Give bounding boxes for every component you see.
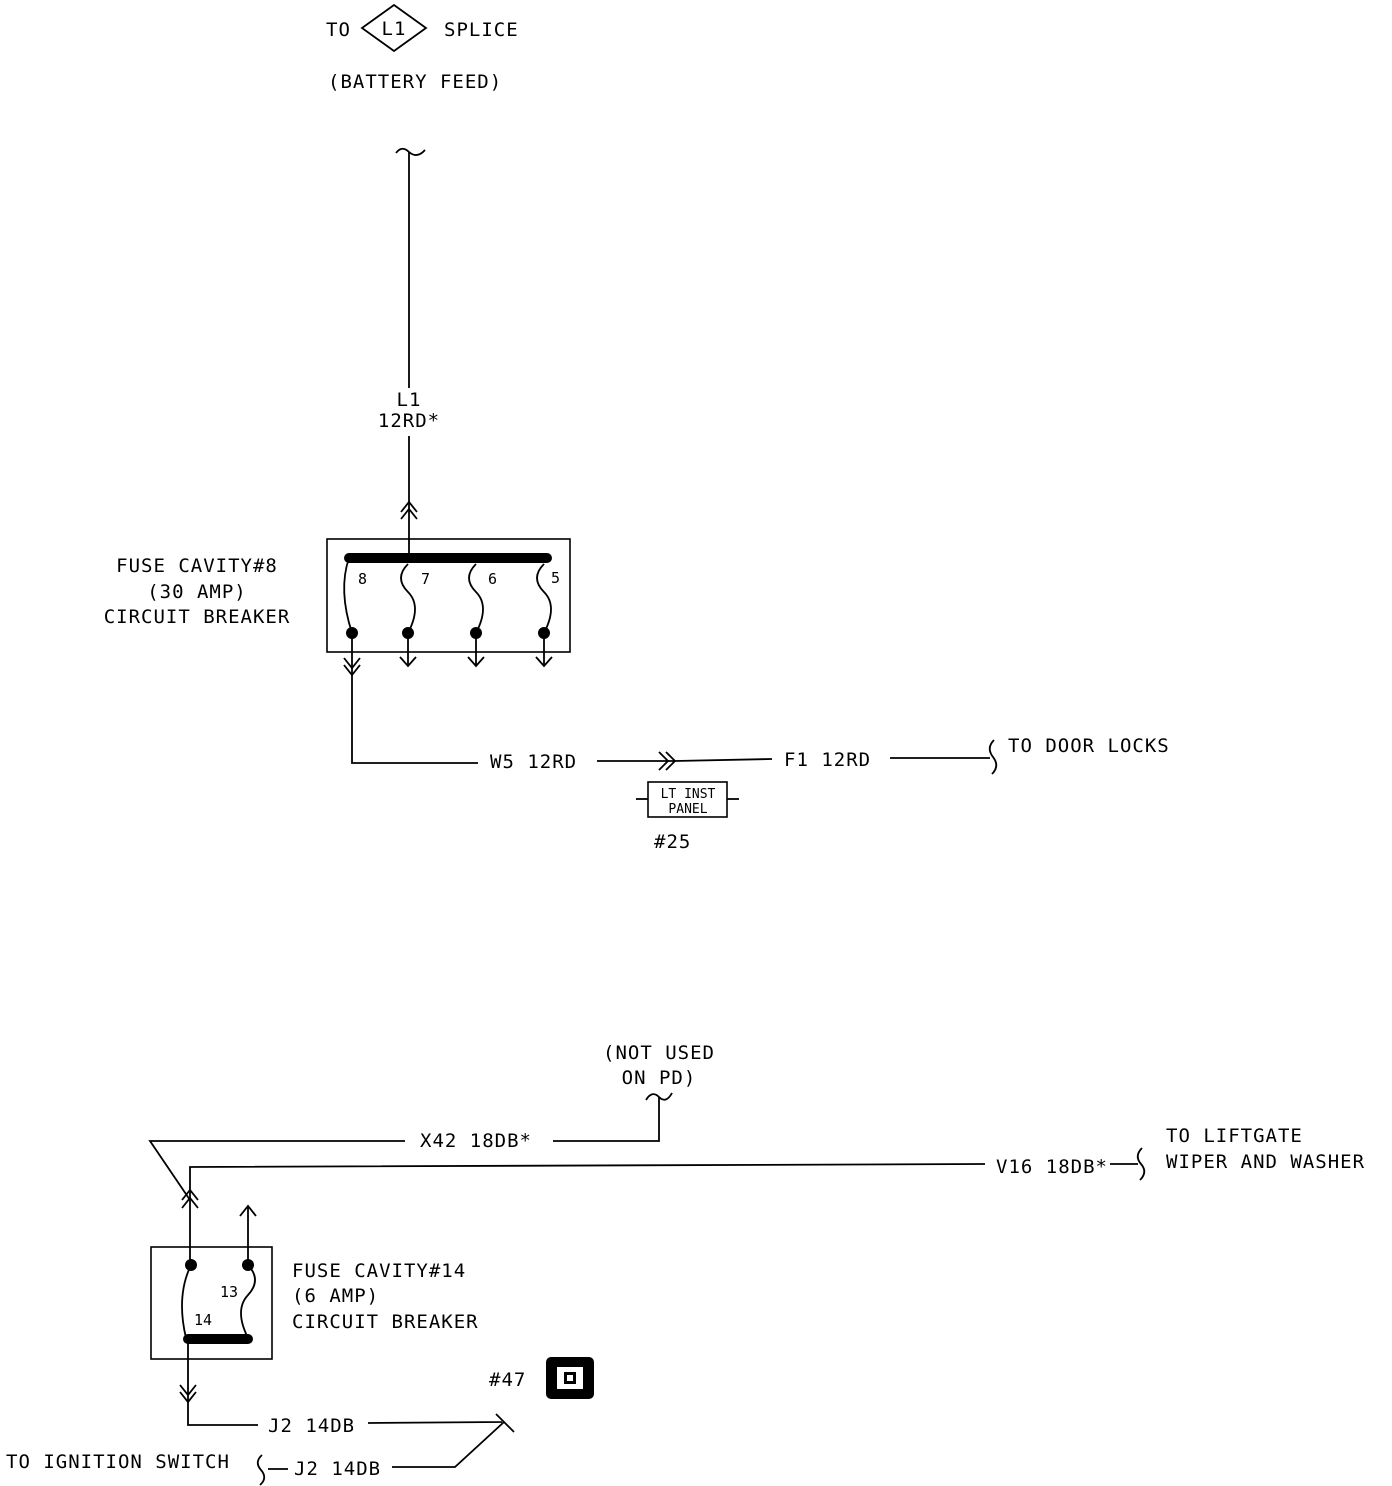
fuse-cavity-14: 14 13 FUSE CAVITY#14 (6 AMP) CIRCUIT BRE…: [150, 1204, 479, 1404]
ignition-circuit: J2 14DB J2 14DB TO IGNITION SWITCH #47: [6, 1357, 594, 1486]
wire-segment: [392, 1421, 505, 1468]
fuse-rating: (30 AMP): [147, 581, 247, 603]
splice-label: SPLICE: [444, 19, 519, 41]
not-used-line1: (NOT USED: [603, 1042, 715, 1064]
wire-segment: [367, 1413, 515, 1433]
arrow-down-icon: [399, 656, 417, 668]
connector-label-line1: LT INST: [661, 787, 716, 802]
connector-id: #25: [654, 831, 691, 853]
fuse-title: FUSE CAVITY#14: [292, 1260, 466, 1282]
wire-label-v16: V16 18DB*: [996, 1156, 1108, 1178]
cavity-number: 6: [488, 570, 497, 588]
wire-segment: [553, 1097, 660, 1142]
wire-segment: [189, 1163, 986, 1260]
connector-47-icon-pin: [567, 1375, 573, 1381]
wire-segment: [351, 675, 478, 764]
door-locks-dest: TO DOOR LOCKS: [1008, 735, 1170, 757]
fuse-cavity-8: FUSE CAVITY#8 (30 AMP) CIRCUIT BREAKER 8…: [104, 538, 571, 677]
wire-label-w5: W5 12RD: [490, 751, 577, 773]
wire-break-icon: [988, 739, 998, 775]
v16-circuit: V16 18DB* TO LIFTGATE WIPER AND WASHER: [181, 1125, 1365, 1260]
fuse-element: [400, 563, 416, 634]
wire-spec-label: 12RD*: [378, 410, 440, 432]
wire-circuit-label: L1: [397, 389, 422, 411]
fuse-type: CIRCUIT BREAKER: [292, 1311, 479, 1333]
fuse-block-outline: [150, 1246, 273, 1360]
door-locks-circuit: W5 12RD F1 12RD TO DOOR LOCKS LT INST PA…: [351, 675, 1170, 853]
wire-label-j2-upper: J2 14DB: [268, 1415, 355, 1437]
to-label: TO: [326, 19, 351, 41]
wire-break-icon: [256, 1454, 266, 1486]
wire-segment: [187, 1400, 258, 1426]
battery-wire: L1 12RD*: [378, 147, 440, 556]
fuse-element: [343, 557, 353, 634]
fuse-element: [181, 1264, 192, 1339]
arrow-down-icon: [535, 656, 553, 668]
wire-break-icon: [1136, 1147, 1146, 1181]
connector-arrow-icon: [181, 1188, 199, 1209]
fuse-block-outline: [326, 538, 571, 653]
arrow-up-icon: [239, 1204, 257, 1217]
liftgate-dest-line2: WIPER AND WASHER: [1166, 1151, 1365, 1173]
connector-arrow-icon: [400, 500, 418, 520]
cavity-number: 7: [421, 570, 430, 588]
battery-feed-label: TO L1 SPLICE (BATTERY FEED): [326, 3, 519, 93]
wire-label-f1: F1 12RD: [784, 749, 871, 771]
connector-id: #47: [489, 1369, 526, 1391]
liftgate-dest-line1: TO LIFTGATE: [1166, 1125, 1303, 1147]
cavity-number: 5: [551, 569, 560, 587]
wire-label-j2-lower: J2 14DB: [294, 1458, 381, 1480]
not-used-line2: ON PD): [622, 1067, 697, 1089]
splice-diamond-icon: [360, 3, 428, 53]
wire-label-x42: X42 18DB*: [420, 1130, 532, 1152]
fuse-element: [536, 563, 552, 634]
wire-segment: [674, 758, 773, 762]
ignition-dest: TO IGNITION SWITCH: [6, 1451, 230, 1473]
fuse-rating: (6 AMP): [292, 1285, 379, 1307]
connector-label-line2: PANEL: [668, 802, 707, 817]
wire-break-icon: [395, 147, 426, 156]
fuse-title: FUSE CAVITY#8: [116, 555, 278, 577]
cavity-number: 8: [358, 570, 367, 588]
cavity-number: 14: [194, 1311, 212, 1329]
wire-segment: [148, 1140, 405, 1201]
cavity-number: 13: [220, 1283, 238, 1301]
fuse-element: [468, 563, 484, 634]
fuse-element: [240, 1264, 256, 1339]
x42-circuit: (NOT USED ON PD) X42 18DB*: [148, 1042, 715, 1201]
battery-feed-text: (BATTERY FEED): [328, 71, 502, 93]
fuse-type: CIRCUIT BREAKER: [104, 606, 291, 628]
arrow-down-icon: [467, 656, 485, 668]
splice-id: L1: [382, 18, 407, 40]
